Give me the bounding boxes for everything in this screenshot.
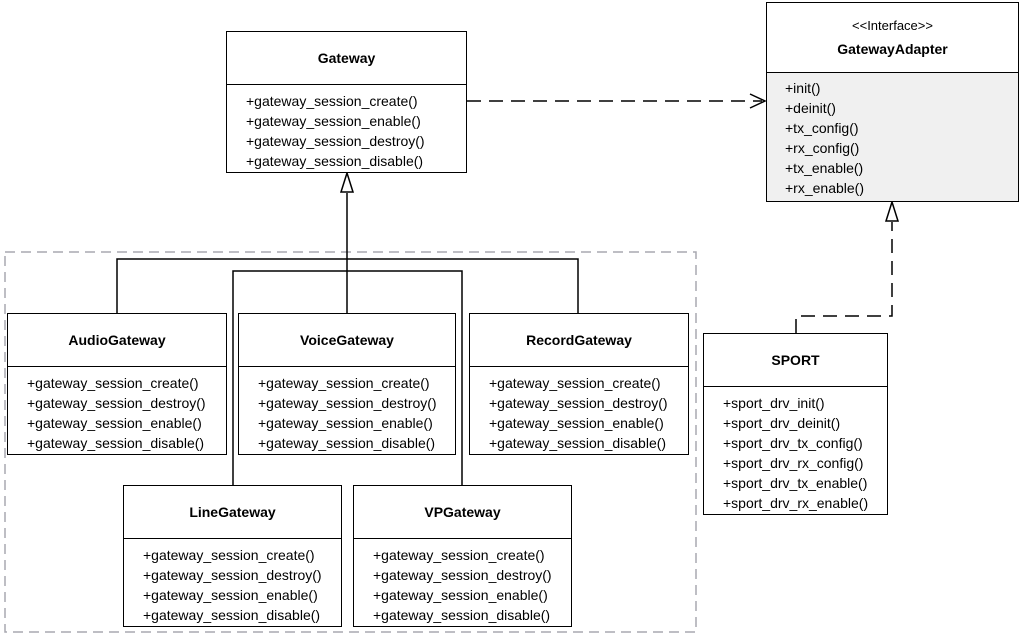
class-gateway-adapter-methods: +init() +deinit() +tx_config() +rx_confi… <box>767 73 1018 201</box>
class-record-gateway: RecordGateway +gateway_session_create() … <box>469 313 689 455</box>
class-record-gateway-title: RecordGateway <box>470 314 688 367</box>
method: +sport_drv_tx_config() <box>723 435 863 451</box>
method: +gateway_session_create() <box>258 375 430 391</box>
class-sport: SPORT +sport_drv_init() +sport_drv_deini… <box>703 333 888 515</box>
dependency-arrowhead <box>749 93 767 109</box>
class-vp-gateway: VPGateway +gateway_session_create() +gat… <box>353 485 572 627</box>
class-record-gateway-methods: +gateway_session_create() +gateway_sessi… <box>470 367 688 453</box>
method: +gateway_session_disable() <box>27 435 205 451</box>
class-vp-gateway-title: VPGateway <box>354 486 571 539</box>
inheritance-arrowhead <box>339 170 355 193</box>
method: +sport_drv_deinit() <box>723 415 841 431</box>
inheritance-connector <box>116 193 579 485</box>
class-voice-gateway-methods: +gateway_session_create() +gateway_sessi… <box>239 367 455 453</box>
method: +rx_config() <box>785 140 860 156</box>
class-line-gateway-title: LineGateway <box>124 486 341 539</box>
class-audio-gateway: AudioGateway +gateway_session_create() +… <box>7 313 227 455</box>
realization-arrowhead <box>884 199 900 222</box>
class-audio-gateway-title: AudioGateway <box>8 314 226 367</box>
method: +sport_drv_rx_config() <box>723 455 864 471</box>
method: +gateway_session_disable() <box>489 435 667 451</box>
class-line-gateway: LineGateway +gateway_session_create() +g… <box>123 485 342 627</box>
class-gateway-adapter: <<Interface>> GatewayAdapter +init() +de… <box>766 2 1019 202</box>
method: +gateway_session_enable() <box>258 415 433 431</box>
class-gateway-adapter-title: <<Interface>> GatewayAdapter <box>767 3 1018 73</box>
method: +gateway_session_enable() <box>27 415 202 431</box>
method: +gateway_session_destroy() <box>246 133 425 149</box>
method: +gateway_session_destroy() <box>258 395 437 411</box>
method: +sport_drv_tx_enable() <box>723 475 868 491</box>
method: +gateway_session_disable() <box>258 435 436 451</box>
method: +tx_config() <box>785 120 859 136</box>
method: +gateway_session_create() <box>246 93 418 109</box>
interface-stereotype: <<Interface>> <box>852 18 933 33</box>
method: +gateway_session_disable() <box>143 607 321 623</box>
class-gateway-title: Gateway <box>227 32 466 85</box>
method: +gateway_session_destroy() <box>373 567 552 583</box>
class-gateway: Gateway +gateway_session_create() +gatew… <box>226 31 467 173</box>
class-sport-title: SPORT <box>704 334 887 387</box>
class-voice-gateway-title: VoiceGateway <box>239 314 455 367</box>
class-sport-methods: +sport_drv_init() +sport_drv_deinit() +s… <box>704 387 887 513</box>
method: +gateway_session_disable() <box>246 153 424 169</box>
class-vp-gateway-methods: +gateway_session_create() +gateway_sessi… <box>354 539 571 625</box>
method: +gateway_session_destroy() <box>27 395 206 411</box>
method: +gateway_session_enable() <box>373 587 548 603</box>
method: +deinit() <box>785 100 836 116</box>
method: +gateway_session_enable() <box>246 113 421 129</box>
method: +gateway_session_create() <box>27 375 199 391</box>
class-gateway-adapter-name: GatewayAdapter <box>837 41 948 57</box>
class-voice-gateway: VoiceGateway +gateway_session_create() +… <box>238 313 456 455</box>
method: +tx_enable() <box>785 160 864 176</box>
class-line-gateway-methods: +gateway_session_create() +gateway_sessi… <box>124 539 341 625</box>
method: +gateway_session_destroy() <box>143 567 322 583</box>
class-gateway-methods: +gateway_session_create() +gateway_sessi… <box>227 85 466 171</box>
method: +gateway_session_create() <box>143 547 315 563</box>
method: +gateway_session_enable() <box>489 415 664 431</box>
method: +sport_drv_init() <box>723 395 825 411</box>
method: +gateway_session_create() <box>489 375 661 391</box>
method: +init() <box>785 80 821 96</box>
method: +sport_drv_rx_enable() <box>723 495 869 511</box>
method: +gateway_session_disable() <box>373 607 551 623</box>
method: +gateway_session_create() <box>373 547 545 563</box>
realization-connector <box>795 222 893 333</box>
gateway-subclass-group <box>4 251 697 633</box>
method: +gateway_session_destroy() <box>489 395 668 411</box>
class-audio-gateway-methods: +gateway_session_create() +gateway_sessi… <box>8 367 226 453</box>
method: +rx_enable() <box>785 180 864 196</box>
method: +gateway_session_enable() <box>143 587 318 603</box>
